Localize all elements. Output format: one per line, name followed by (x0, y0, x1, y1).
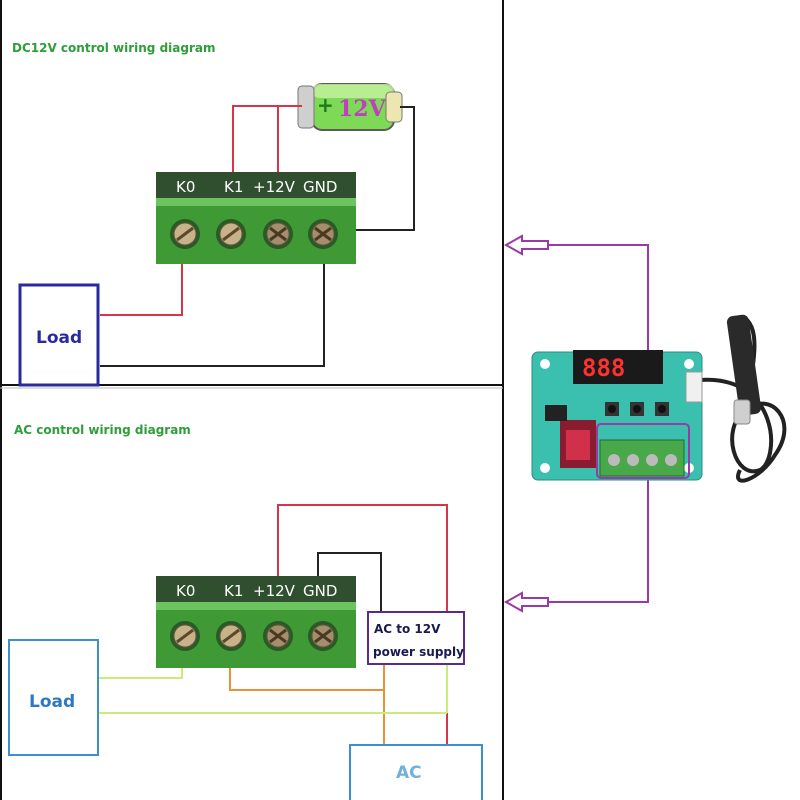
ac-supply-label-line1: AC to 12V (374, 622, 441, 636)
ac-terminal-k1: K1 (224, 582, 243, 600)
ac-title: AC control wiring diagram (14, 423, 191, 437)
ac-terminal-12v: +12V (253, 582, 296, 600)
dc-terminal-block: K0 K1 +12V GND (156, 172, 356, 264)
dc-title: DC12V control wiring diagram (12, 41, 215, 55)
dc-load-box (18, 283, 100, 387)
ac-supply-label-line2: power supply (373, 645, 464, 659)
ac-terminal-block: K0 K1 +12V GND (156, 576, 356, 668)
ac-load-box (8, 639, 99, 756)
dc-terminal-k1: K1 (224, 178, 243, 196)
svg-text:+: + (317, 93, 334, 117)
svg-text:888: 888 (582, 354, 625, 382)
dc-terminal-k0: K0 (176, 178, 195, 196)
dc-wires (100, 105, 415, 367)
dc-terminal-12v: +12V (253, 178, 296, 196)
ac-terminal-gnd: GND (303, 582, 337, 600)
ac-source-box (349, 744, 483, 800)
arrow-connectors (503, 234, 649, 613)
ac-terminal-k0: K0 (176, 582, 195, 600)
ac-power-supply-box (367, 611, 465, 665)
dc-terminal-gnd: GND (303, 178, 337, 196)
arrow-up-icon (503, 234, 549, 256)
arrow-down-icon (503, 591, 549, 613)
thermostat-module-photo: 888 (531, 314, 787, 483)
ac-load-label: Load (29, 692, 75, 712)
battery-label: 12V (338, 96, 387, 122)
battery-icon: + 12V (297, 83, 403, 131)
ac-source-label: AC (396, 763, 422, 783)
dc-load-label: Load (36, 328, 82, 348)
